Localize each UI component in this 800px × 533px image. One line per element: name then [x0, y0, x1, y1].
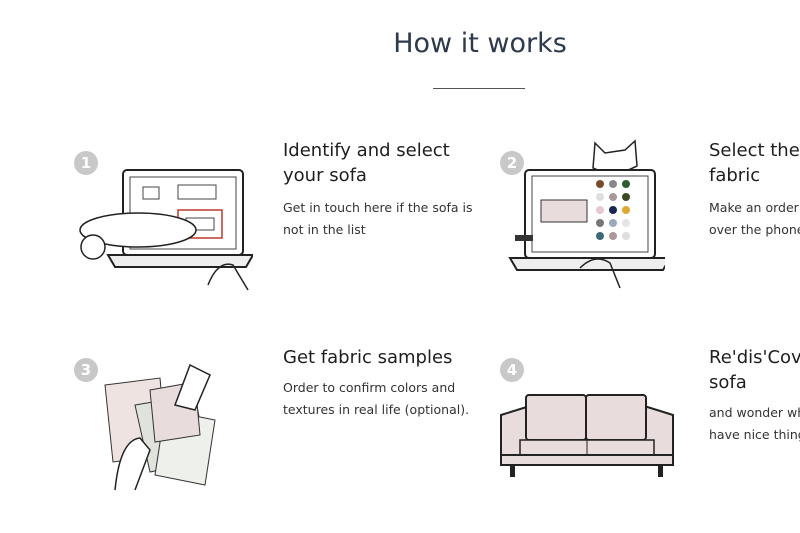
step-description-line: over the phone	[709, 222, 800, 237]
step-title: Re'dis'Cove sofa	[709, 345, 800, 395]
step-title-line: Re'dis'Cove	[709, 347, 800, 368]
step-description-line[interactable]: not in the list	[283, 222, 366, 237]
step-description-line: Get in touch here if the sofa is	[283, 200, 473, 215]
step-title-line: fabric	[709, 165, 761, 186]
step-description: Get in touch here if the sofa is not in …	[283, 197, 473, 241]
sofa-illustration	[500, 394, 674, 477]
step-description-line: and wonder why	[709, 405, 800, 420]
step-number-badge: 1	[74, 151, 98, 175]
step-title-line: your sofa	[283, 165, 367, 186]
step-title-line: Get fabric samples	[283, 347, 453, 368]
page-title: How it works	[393, 28, 567, 59]
step-description-line: have nice things	[709, 427, 800, 442]
step-title: Select the fabric	[709, 138, 800, 188]
step-title-line: sofa	[709, 372, 747, 393]
step-description-line: Order to confirm colors and	[283, 380, 456, 395]
laptop-fabric-illustration	[508, 139, 665, 289]
laptop-cat-illustration	[79, 169, 253, 291]
fabric-samples-illustration	[104, 363, 216, 491]
step-description-line: Make an order o	[709, 200, 800, 215]
step-description: and wonder why have nice things	[709, 402, 800, 446]
title-divider	[433, 88, 525, 89]
step-description-line: textures in real life (optional).	[283, 402, 470, 417]
step-description: Make an order o over the phone	[709, 197, 800, 241]
step-title: Identify and select your sofa	[283, 138, 450, 188]
step-description: Order to confirm colors and textures in …	[283, 377, 469, 421]
step-number-badge: 4	[500, 358, 524, 382]
step-title: Get fabric samples	[283, 345, 452, 370]
step-number-badge: 3	[74, 358, 98, 382]
step-title-line: Identify and select	[283, 140, 450, 161]
step-title-line: Select the	[709, 140, 800, 161]
step-number-badge: 2	[500, 151, 524, 175]
